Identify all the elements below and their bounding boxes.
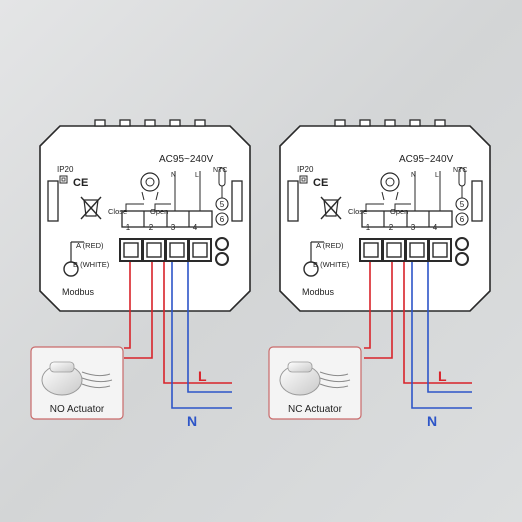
open-label: Open — [150, 207, 168, 216]
modbus-a-label: A (RED) — [76, 241, 104, 250]
close-label: Close — [108, 207, 127, 216]
l-terminal-label: L — [435, 172, 439, 179]
terminal-2: 2 — [149, 223, 154, 232]
ce-mark: CE — [313, 177, 328, 189]
thermostat-panel-no: AC95~240V N L NTC IP20 CE Close Open 1 2… — [39, 119, 251, 312]
wire-line — [163, 262, 232, 384]
terminal-4: 4 — [433, 223, 438, 232]
l-terminal-label: L — [195, 172, 199, 179]
wire-actuator-red — [124, 262, 131, 349]
wire-neutral-2 — [187, 262, 232, 393]
modbus-a-label: A (RED) — [316, 241, 344, 250]
voltage-label: AC95~240V — [159, 154, 214, 165]
modbus-label: Modbus — [62, 287, 95, 297]
ip-rating-label: IP20 — [57, 165, 74, 174]
wire-neutral — [411, 262, 472, 409]
ip-rating-label: IP20 — [297, 165, 314, 174]
terminal-3: 3 — [411, 223, 416, 232]
actuator-callout-no: NO Actuator — [30, 346, 124, 420]
close-label: Close — [348, 207, 367, 216]
ntc-label: NTC — [213, 167, 227, 174]
terminal-4: 4 — [193, 223, 198, 232]
wire-actuator-red — [364, 262, 371, 349]
terminal-6: 6 — [460, 215, 465, 224]
wiring-no — [124, 262, 232, 409]
ntc-label: NTC — [453, 167, 467, 174]
terminal-1: 1 — [126, 223, 131, 232]
actuator-label: NO Actuator — [50, 404, 105, 415]
ce-mark: CE — [73, 177, 88, 189]
wire-line — [403, 262, 472, 384]
wire-actuator-red-2 — [364, 262, 393, 359]
wire-neutral-2 — [427, 262, 472, 393]
open-label: Open — [390, 207, 408, 216]
actuator-label: NC Actuator — [288, 404, 343, 415]
terminal-1: 1 — [366, 223, 371, 232]
n-terminal-label: N — [411, 172, 416, 179]
n-terminal-label: N — [171, 172, 176, 179]
thermostat-panel-nc: AC95~240V N L NTC IP20 CE Close Open 1 2… — [279, 119, 491, 312]
terminal-3: 3 — [171, 223, 176, 232]
wire-neutral — [171, 262, 232, 409]
neutral-label: N — [427, 413, 437, 429]
wire-actuator-red-2 — [124, 262, 153, 359]
modbus-b-label: B (WHITE) — [313, 260, 350, 269]
line-label: L — [438, 368, 447, 384]
actuator-callout-nc: NC Actuator — [268, 346, 362, 420]
modbus-label: Modbus — [302, 287, 335, 297]
modbus-b-label: B (WHITE) — [73, 260, 110, 269]
voltage-label: AC95~240V — [399, 154, 454, 165]
line-label: L — [198, 368, 207, 384]
terminal-5: 5 — [460, 200, 465, 209]
neutral-label: N — [187, 413, 197, 429]
terminal-6: 6 — [220, 215, 225, 224]
terminal-2: 2 — [389, 223, 394, 232]
terminal-5: 5 — [220, 200, 225, 209]
wiring-nc — [364, 262, 472, 409]
